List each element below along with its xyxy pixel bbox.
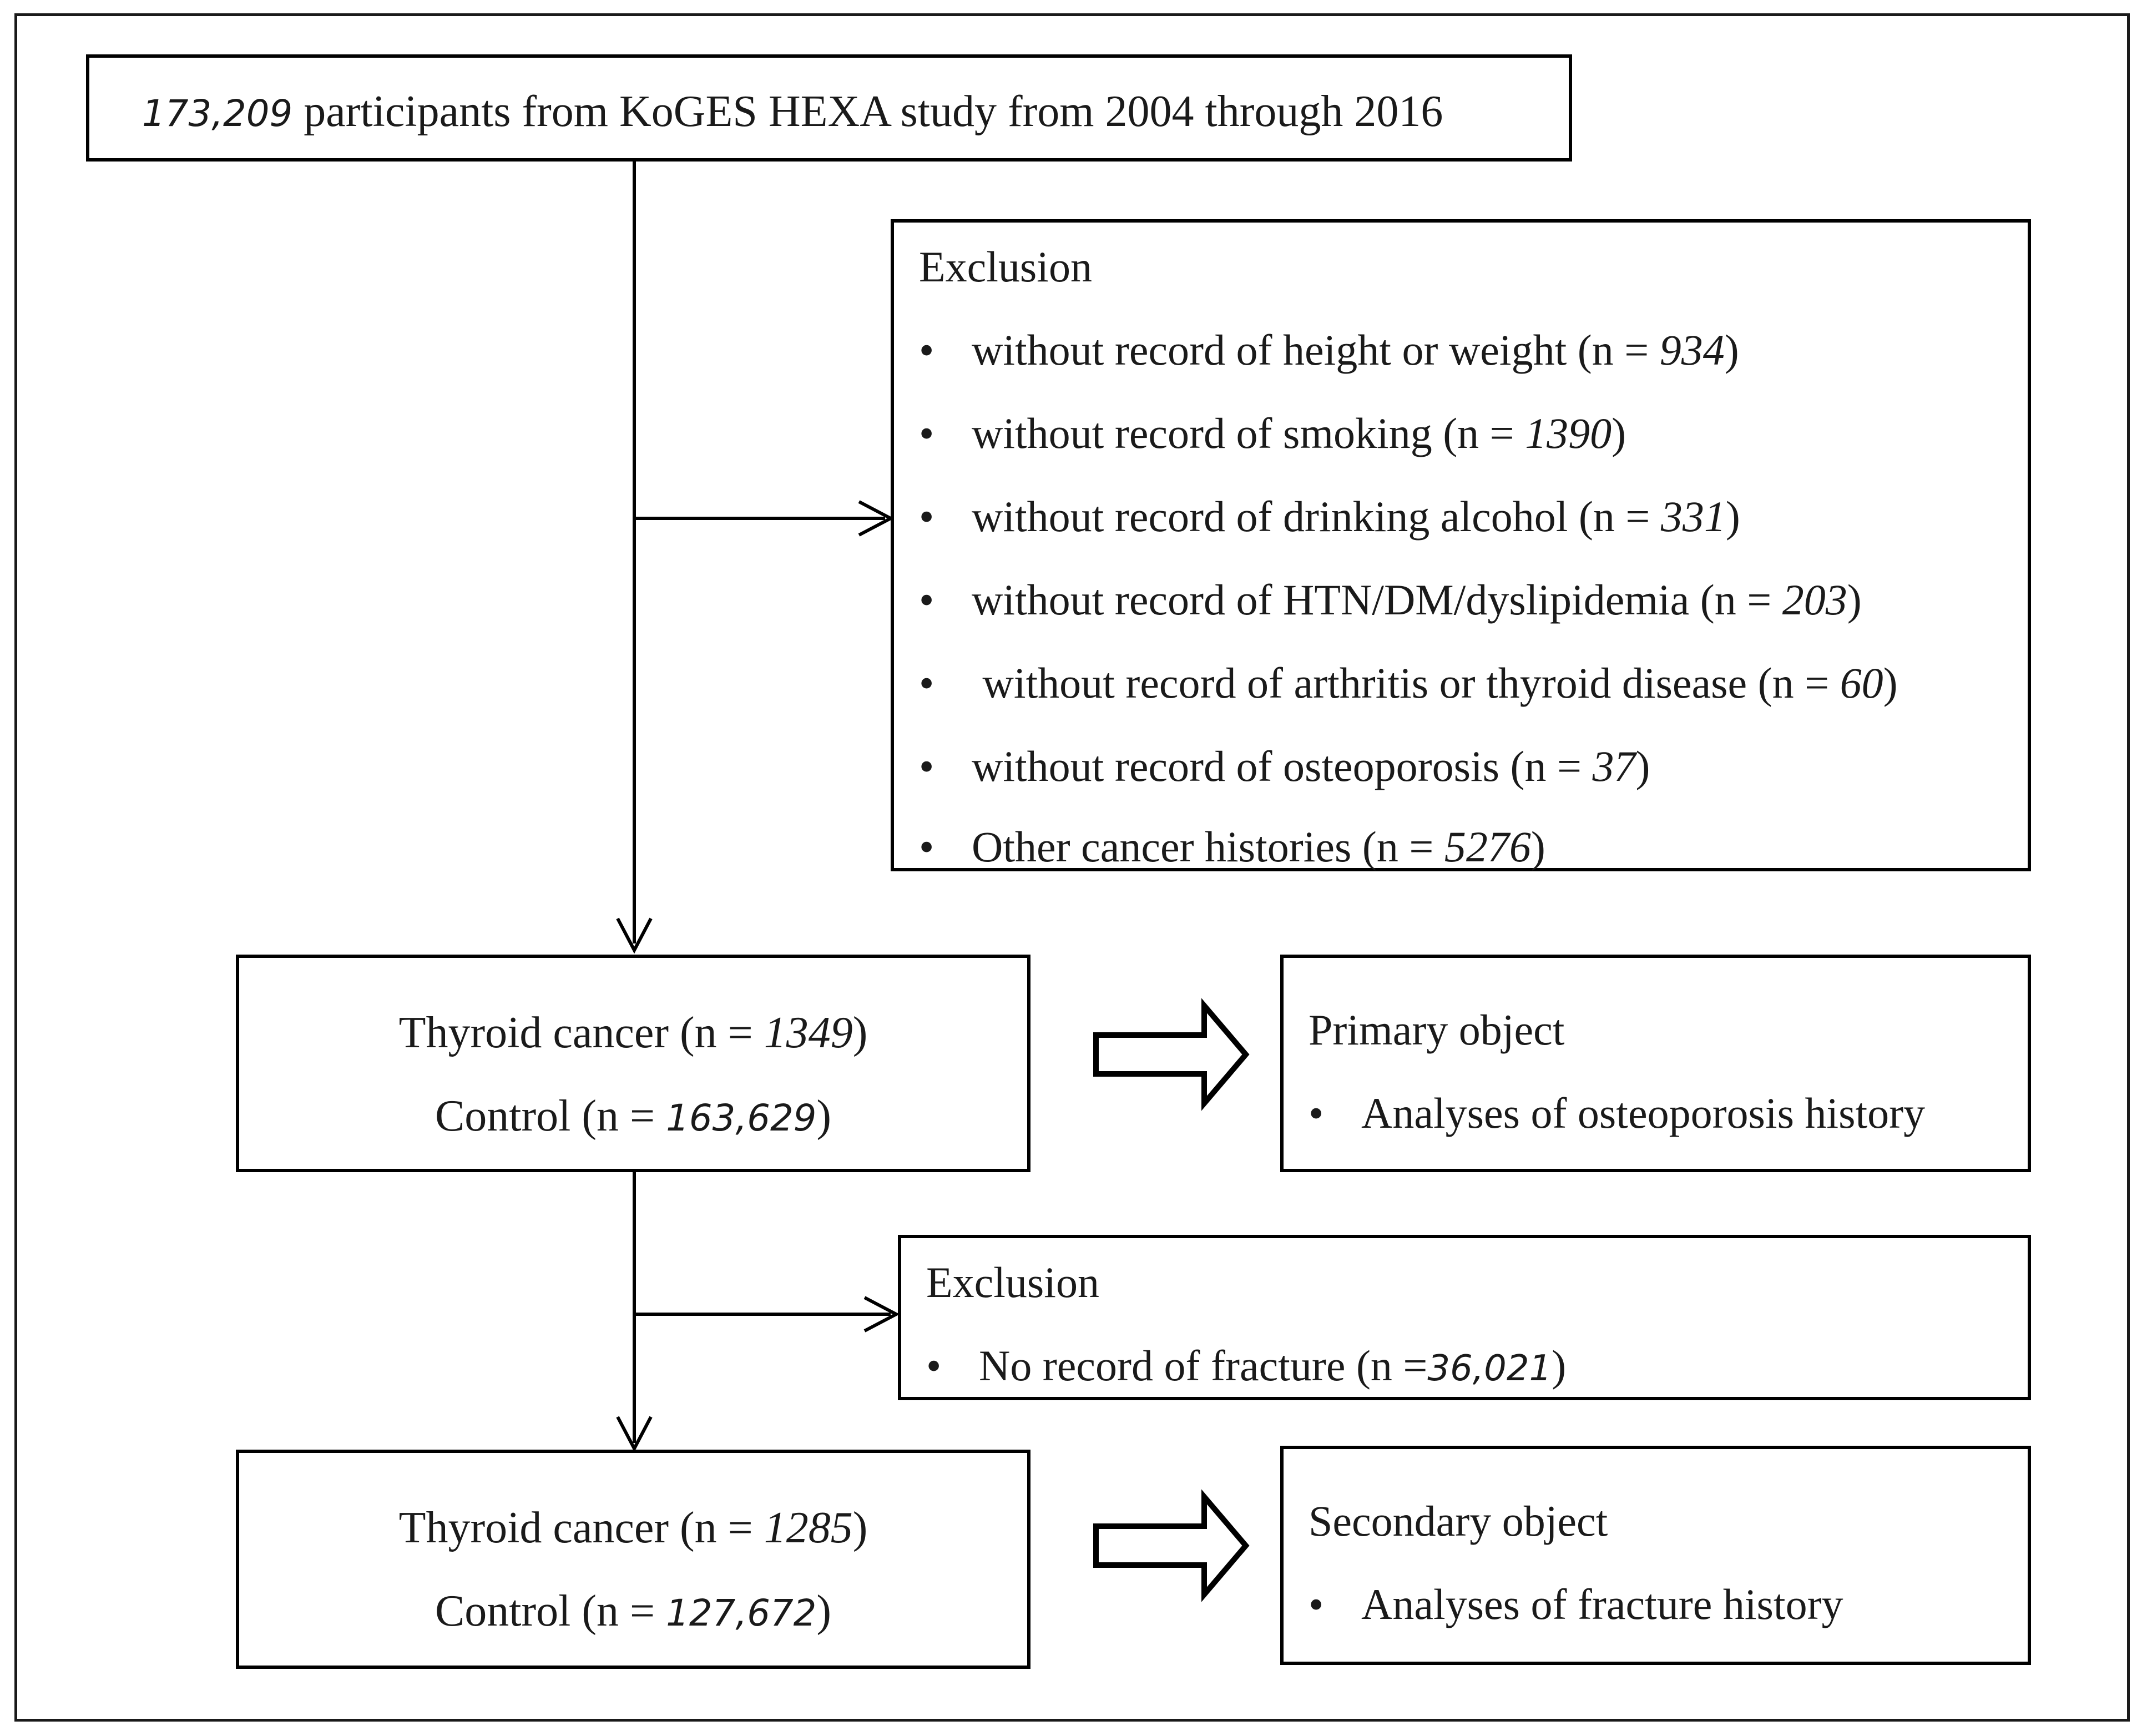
control-count-1: Control (n = 163,629) <box>435 1092 832 1140</box>
exclusion-item: •without record of osteoporosis (n = 37) <box>919 742 1650 790</box>
primary-object-heading: Primary object <box>1309 1006 1565 1054</box>
arrowhead-to-group2 <box>616 1416 653 1452</box>
source-population-box: 173,209 participants from KoGES HEXA stu… <box>86 54 1572 162</box>
primary-object-item: •Analyses of osteoporosis history <box>1309 1089 1926 1137</box>
thyroid-cancer-count-1: Thyroid cancer (n = 1349) <box>398 1008 868 1057</box>
cohort-box-2: Thyroid cancer (n = 1285) Control (n = 1… <box>236 1450 1030 1669</box>
block-arrow-secondary <box>1093 1489 1250 1602</box>
exclusion-item: •without record of height or weight (n =… <box>919 326 1739 374</box>
exclusion-item: •Other cancer histories (n = 5276) <box>919 822 1545 871</box>
exclusion-item: •without record of smoking (n = 1390) <box>919 409 1626 457</box>
control-count-2: Control (n = 127,672) <box>435 1587 832 1636</box>
participant-count: 173,209 <box>142 93 293 135</box>
secondary-object-item: •Analyses of fracture history <box>1309 1580 1843 1628</box>
exclusion-2-item: •No record of fracture (n =36,021) <box>926 1341 1567 1390</box>
cohort-box-1: Thyroid cancer (n = 1349) Control (n = 1… <box>236 955 1030 1172</box>
exclusion-2-heading: Exclusion <box>926 1258 1099 1306</box>
exclusion-box-1: Exclusion •without record of height or w… <box>891 219 2031 871</box>
secondary-object-box: Secondary object •Analyses of fracture h… <box>1280 1446 2031 1665</box>
arrowhead-to-group1 <box>616 917 653 954</box>
block-arrow-primary <box>1093 998 1250 1111</box>
primary-object-box: Primary object •Analyses of osteoporosis… <box>1280 955 2031 1172</box>
exclusion-item: • without record of arthritis or thyroid… <box>919 659 1898 707</box>
figure-frame <box>14 13 2130 1722</box>
exclusion-box-2: Exclusion •No record of fracture (n =36,… <box>898 1235 2031 1400</box>
exclusion-1-heading: Exclusion <box>919 243 1092 291</box>
participant-description: participants from KoGES HEXA study from … <box>292 87 1443 136</box>
exclusion-item: •without record of HTN/DM/dyslipidemia (… <box>919 576 1862 624</box>
arrowhead-to-exclusion2 <box>863 1296 900 1333</box>
exclusion-item: •without record of drinking alcohol (n =… <box>919 492 1740 541</box>
thyroid-cancer-count-2: Thyroid cancer (n = 1285) <box>398 1503 868 1552</box>
secondary-object-heading: Secondary object <box>1309 1497 1608 1545</box>
